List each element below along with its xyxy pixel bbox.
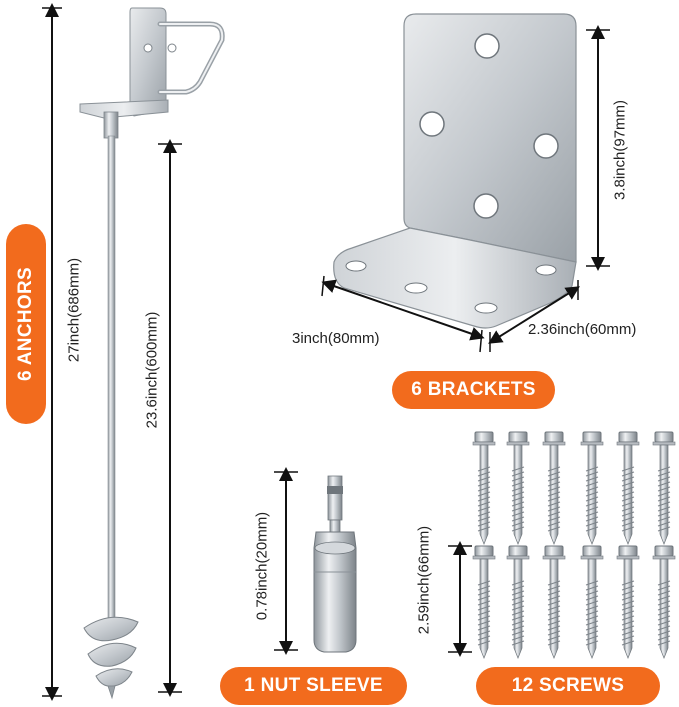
- screw: [580, 545, 604, 659]
- screw: [472, 431, 496, 545]
- anchor-collar: [103, 111, 119, 139]
- bracket-depth-label: 2.36inch(60mm): [528, 321, 637, 338]
- screw: [542, 545, 566, 659]
- bracket-hole: [419, 111, 445, 137]
- nut-sleeve-body: [313, 531, 357, 653]
- nut-sleeve-height-label: 0.78inch(20mm): [253, 511, 271, 621]
- screw: [616, 431, 640, 545]
- bracket-hole: [473, 193, 499, 219]
- screw: [652, 431, 676, 545]
- screw: [580, 431, 604, 545]
- screw: [506, 545, 530, 659]
- bracket-base-hole: [404, 282, 428, 294]
- screw: [542, 431, 566, 545]
- anchor-plate-hole: [143, 43, 153, 53]
- bracket-base-hole: [345, 260, 367, 272]
- anchor-plate-hole: [167, 43, 177, 53]
- nut-sleeve-hex-shank: [327, 475, 343, 521]
- screws-badge: 12 SCREWS: [476, 667, 660, 705]
- anchor-base-flange: [79, 99, 169, 119]
- anchor-auger-helix: [83, 616, 139, 642]
- bracket-height-label: 3.8inch(97mm): [611, 99, 629, 201]
- bracket-depth-dimension-line: [488, 286, 580, 344]
- bracket-base-hole: [535, 264, 557, 276]
- screw-group-illustration: [472, 431, 676, 659]
- bracket-vertical-plate: [403, 13, 577, 263]
- bracket-hole: [533, 133, 559, 159]
- anchor-tip: [107, 685, 116, 700]
- screw: [652, 545, 676, 659]
- screw: [506, 431, 530, 545]
- anchor-shaft: [107, 135, 116, 623]
- screw: [472, 545, 496, 659]
- anchor-shaft-length-label: 23.6inch(600mm): [143, 311, 161, 429]
- bracket-hole: [474, 33, 500, 59]
- ground-anchor-illustration: [79, 7, 225, 700]
- nut-sleeve-badge: 1 NUT SLEEVE: [220, 667, 407, 705]
- bracket-width-label: 3inch(80mm): [292, 330, 380, 347]
- nut-sleeve-illustration: [313, 475, 357, 653]
- anchors-badge-label: 6 ANCHORS: [15, 267, 36, 381]
- anchor-total-length-label: 27inch(686mm): [65, 257, 83, 363]
- l-bracket-illustration: [333, 13, 577, 329]
- screw: [616, 545, 640, 659]
- brackets-badge: 6 BRACKETS: [392, 371, 555, 409]
- screw-length-label: 2.59inch(66mm): [415, 525, 433, 635]
- bracket-width-dimension-line: [321, 279, 485, 341]
- bracket-base-hole: [474, 302, 498, 314]
- anchors-badge: 6 ANCHORS: [6, 224, 46, 424]
